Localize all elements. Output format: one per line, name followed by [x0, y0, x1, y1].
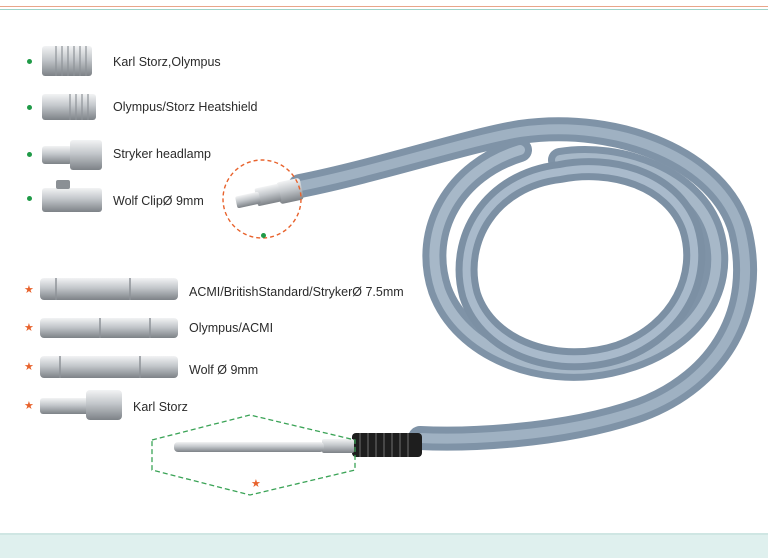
adapter-icon-olympus-acmi	[40, 318, 178, 338]
adapter-label: Wolf Ø 9mm	[189, 363, 259, 377]
adapter-icon-acmi-british-stryker	[40, 278, 178, 300]
top-decor-line-orange	[0, 6, 768, 7]
fiber-optic-cable	[288, 117, 758, 451]
adapter-label: Karl Storz,Olympus	[113, 55, 221, 69]
bullet-star-icon: ★	[24, 322, 34, 334]
bullet-star-icon: ★	[24, 400, 34, 412]
adapter-icon-karl-storz	[40, 390, 122, 420]
bullet-dot	[27, 105, 32, 110]
source-end-dot-marker	[261, 233, 266, 238]
scope-end-highlight-hexagon	[151, 414, 356, 496]
adapter-label: Wolf ClipØ 9mm	[113, 194, 204, 208]
bullet-dot	[27, 196, 32, 201]
adapter-icon-olympus-storz-heatshield	[42, 94, 96, 120]
adapter-label: Karl Storz	[133, 400, 188, 414]
top-decor-line-teal	[0, 9, 768, 10]
bullet-star-icon: ★	[24, 284, 34, 296]
light-source-connector	[235, 178, 304, 208]
scope-end-star-icon: ★	[251, 478, 261, 490]
adapter-icon-karl-storz-olympus	[42, 46, 92, 76]
bullet-star-icon: ★	[24, 361, 34, 373]
source-end-highlight-circle	[222, 159, 302, 239]
adapter-label: Olympus/Storz Heatshield	[113, 100, 258, 114]
adapter-icon-wolf-9mm	[40, 356, 178, 378]
adapter-label: ACMI/BritishStandard/StrykerØ 7.5mm	[189, 285, 404, 299]
adapter-label: Stryker headlamp	[113, 147, 211, 161]
bottom-decor-band	[0, 535, 768, 558]
bullet-dot	[27, 59, 32, 64]
scope-connector	[174, 433, 422, 457]
bottom-decor-line	[0, 533, 768, 535]
adapter-icon-stryker-headlamp	[42, 140, 102, 170]
bullet-dot	[27, 152, 32, 157]
adapter-label: Olympus/ACMI	[189, 321, 274, 335]
adapter-icon-wolf-clip	[42, 180, 102, 212]
